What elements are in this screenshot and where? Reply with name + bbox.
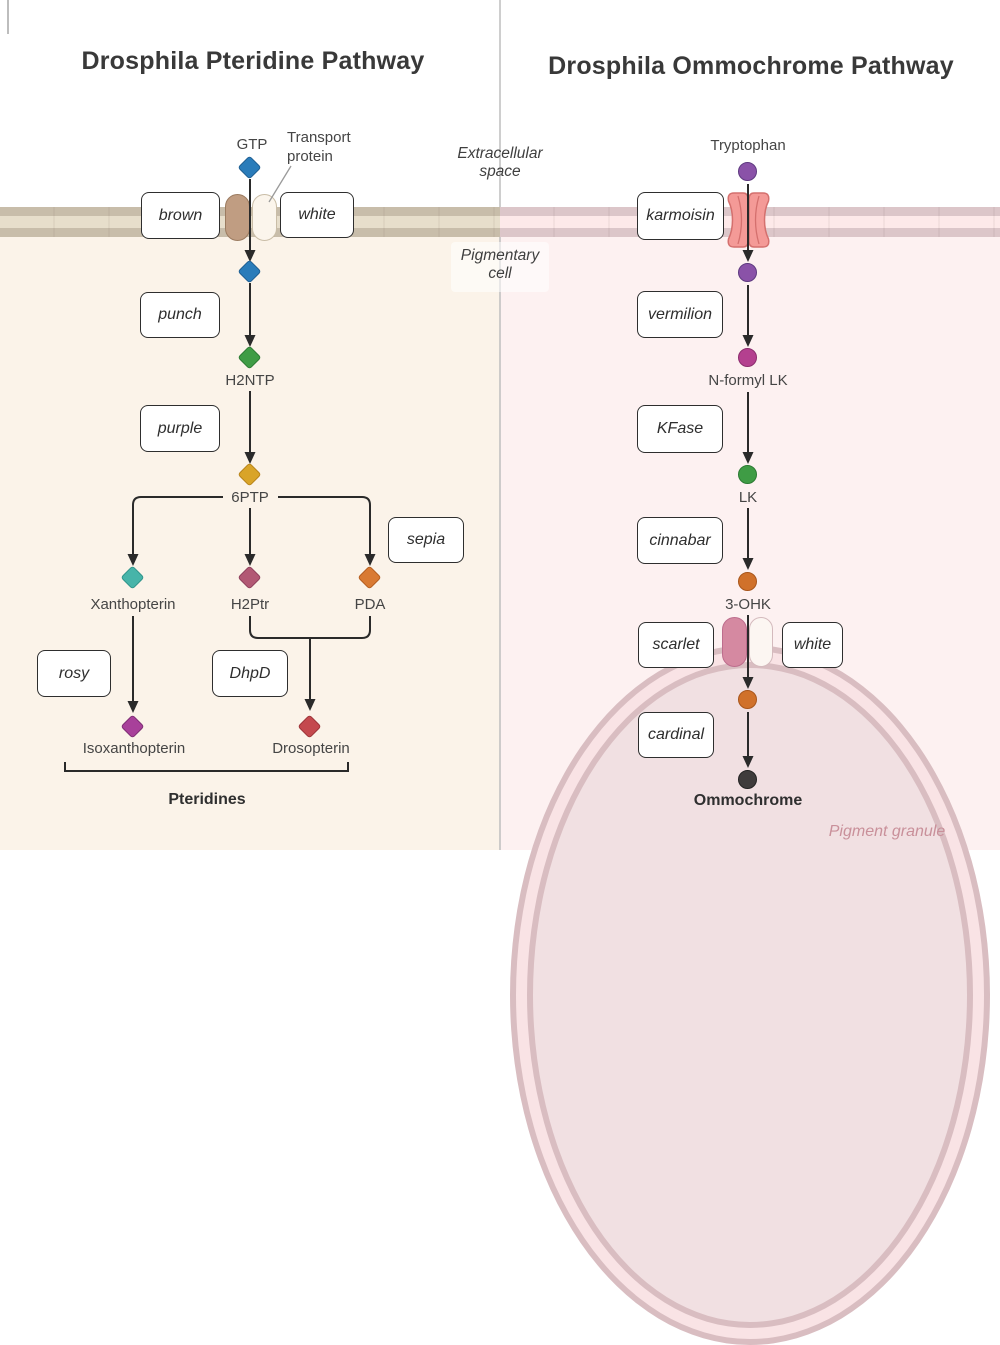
- gene-label-karmoisin: karmoisin: [646, 207, 715, 224]
- arrow-lines: [64, 179, 749, 772]
- gene-label-punch: punch: [158, 306, 202, 323]
- arrowhead: [304, 699, 316, 711]
- arrowhead: [127, 554, 139, 566]
- channel-seam-left: [737, 195, 743, 245]
- channel-left-half: [727, 192, 749, 248]
- transport-protein-label-line1: Transport: [287, 129, 351, 146]
- arrowhead: [244, 335, 256, 347]
- lk-node: [738, 465, 757, 484]
- converge-pda: [310, 616, 371, 639]
- gene-box-cardinal: cardinal: [638, 712, 714, 758]
- arrowhead: [364, 554, 376, 566]
- arrowhead: [127, 701, 139, 713]
- arrowhead: [244, 554, 256, 566]
- gene-box-cinnabar: cinnabar: [637, 517, 723, 564]
- extracellular-space-line2: space: [479, 163, 521, 180]
- arrowhead: [742, 452, 754, 464]
- arrowhead: [244, 452, 256, 464]
- scarlet-transporter-pill: [722, 617, 747, 667]
- white-transporter-pill-right: [749, 617, 773, 667]
- pda-label: PDA: [354, 596, 386, 613]
- gene-label-kfase: KFase: [656, 420, 704, 437]
- transport-protein-label-line2: protein: [287, 148, 333, 165]
- nformyl-lk-node: [738, 348, 757, 367]
- gene-box-purple: purple: [140, 405, 220, 452]
- gene-box-kfase: KFase: [637, 405, 723, 453]
- tryptophan-node-extracellular: [738, 162, 757, 181]
- isoxanthopterin-label: Isoxanthopterin: [82, 740, 186, 757]
- gene-box-punch: punch: [140, 292, 220, 338]
- arrow-heads: [127, 250, 754, 768]
- channel-right-half: [748, 192, 770, 248]
- xanthopterin-label: Xanthopterin: [90, 596, 176, 613]
- ommochrome-label: Ommochrome: [693, 792, 803, 809]
- branch-6ptp-to-xanthopterin: [132, 496, 223, 554]
- brown-transporter-pill: [225, 194, 250, 241]
- gene-box-karmoisin: karmoisin: [637, 192, 724, 240]
- pigmentary-cell-line1: Pigmentary: [460, 247, 540, 264]
- white-transporter-pill-left: [252, 194, 277, 241]
- nformyl-lk-label: N-formyl LK: [708, 372, 788, 389]
- left-pathway-title: Drosphila Pteridine Pathway: [81, 47, 425, 75]
- extracellular-space-line1: Extracellular: [457, 145, 543, 162]
- transport-protein-pointer-line: [268, 165, 292, 203]
- gene-box-sepia: sepia: [388, 517, 464, 563]
- pigmentary-cell-label: Pigmentary cell: [461, 247, 539, 283]
- gene-box-dhpd: DhpD: [212, 650, 288, 697]
- right-pathway-title: Drosphila Ommochrome Pathway: [548, 52, 954, 80]
- gene-box-scarlet: scarlet: [638, 622, 714, 668]
- canvas-edge-line: [7, 0, 9, 34]
- ommochrome-node: [738, 770, 757, 789]
- pigment-granule-label: Pigment granule: [828, 823, 946, 840]
- gene-label-vermilion: vermilion: [647, 305, 712, 323]
- panel-divider-line: [499, 0, 501, 850]
- h2ntp-label: H2NTP: [225, 372, 275, 389]
- pathway-connectors: [64, 165, 770, 772]
- gene-box-white-left: white: [280, 192, 354, 238]
- drosopterin-label: Drosopterin: [272, 740, 350, 757]
- 3ohk-node-granule: [738, 690, 757, 709]
- pteridines-group-label: Pteridines: [168, 791, 246, 808]
- arrowhead: [244, 250, 256, 262]
- gene-label-scarlet: scarlet: [652, 636, 700, 653]
- lk-label: LK: [738, 489, 758, 506]
- gene-box-white-right: white: [782, 622, 843, 668]
- tryptophan-label: Tryptophan: [710, 137, 786, 154]
- pteridines-bracket: [64, 762, 349, 772]
- pigmentary-cell-line2: cell: [488, 265, 512, 282]
- gene-label-purple: purple: [157, 419, 203, 437]
- gene-box-vermilion: vermilion: [637, 291, 723, 338]
- channel-seam-right: [754, 195, 760, 245]
- arrowhead: [742, 335, 754, 347]
- gene-label-cardinal: cardinal: [647, 726, 705, 743]
- tryptophan-node-intracellular: [738, 263, 757, 282]
- arrowhead: [742, 677, 754, 689]
- pigmentary-cell-label-backdrop: [451, 242, 549, 292]
- gene-label-sepia: sepia: [406, 531, 446, 548]
- gtp-label: GTP: [236, 136, 268, 153]
- 3ohk-label: 3-OHK: [725, 596, 771, 613]
- gene-label-white-right: white: [793, 636, 832, 653]
- extracellular-space-label: Extracellular space: [457, 145, 542, 181]
- gene-label-cinnabar: cinnabar: [649, 531, 711, 549]
- transport-protein-label: Transport protein: [287, 128, 351, 166]
- gene-label-brown: brown: [158, 206, 203, 224]
- h2ptr-label: H2Ptr: [230, 596, 270, 613]
- branch-6ptp-to-pda: [278, 496, 371, 554]
- arrowhead: [742, 756, 754, 768]
- 3ohk-node-cytoplasm: [738, 572, 757, 591]
- gene-label-rosy: rosy: [58, 664, 90, 682]
- converge-h2ptr: [249, 616, 310, 639]
- 6ptp-label: 6PTP: [231, 489, 269, 506]
- gene-label-white-left: white: [298, 206, 336, 223]
- arrowhead: [742, 558, 754, 570]
- gene-box-brown: brown: [141, 192, 220, 239]
- gene-box-rosy: rosy: [37, 650, 111, 697]
- arrowhead: [742, 250, 754, 262]
- gene-label-dhpd: DhpD: [229, 664, 271, 682]
